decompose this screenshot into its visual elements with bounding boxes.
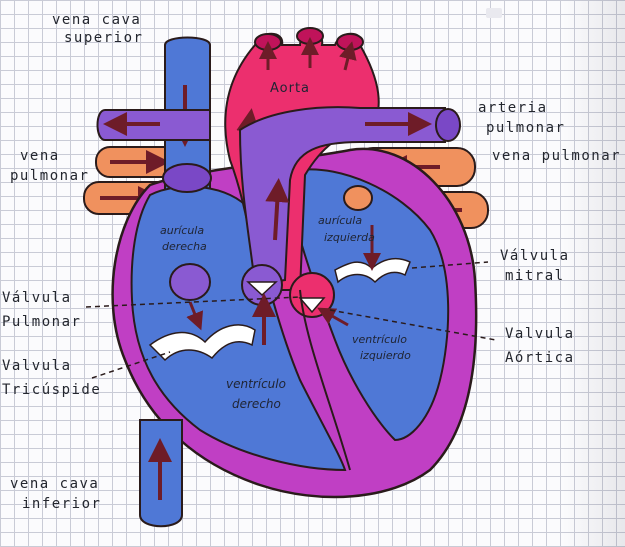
label-ventriculo-izquierdo-2: izquierdo [360,349,411,362]
label-auricula-izquierda-1: aurícula [318,214,362,227]
label-valvula-pulmonar-2: Pulmonar [2,314,81,331]
label-valvula-aortica-1: Valvula [505,326,575,343]
label-valvula-mitral-1: Válvula [500,248,570,265]
label-valvula-aortica-2: Aórtica [505,350,575,367]
label-vena-cava-superior-1: vena cava [52,12,141,29]
label-vena-pulmonar-left-2: pulmonar [10,168,89,185]
label-vena-cava-inferior-1: vena cava [10,476,99,493]
label-ventriculo-izquierdo-1: ventrículo [352,333,407,346]
paper-mark [486,8,502,18]
label-auricula-derecha-2: derecha [162,240,207,253]
label-valvula-tricuspide-1: Valvula [2,358,72,375]
label-vena-pulmonar-right: vena pulmonar [492,148,621,165]
label-valvula-mitral-2: mitral [505,268,565,285]
label-ventriculo-derecho-1: ventrículo [226,378,286,391]
label-ventriculo-derecho-2: derecho [232,398,281,411]
label-vena-cava-inferior-2: inferior [22,496,101,513]
label-vena-pulmonar-left-1: vena [20,148,60,165]
label-vena-cava-superior-2: superior [64,30,143,47]
label-arteria-pulmonar-1: arteria [478,100,548,117]
label-aorta: Aorta [270,82,310,95]
label-auricula-izquierda-2: izquierda [324,231,375,244]
label-valvula-pulmonar-1: Válvula [2,290,72,307]
label-auricula-derecha-1: aurícula [160,224,204,237]
label-arteria-pulmonar-2: pulmonar [486,120,565,137]
label-valvula-tricuspide-2: Tricúspide [2,382,101,399]
